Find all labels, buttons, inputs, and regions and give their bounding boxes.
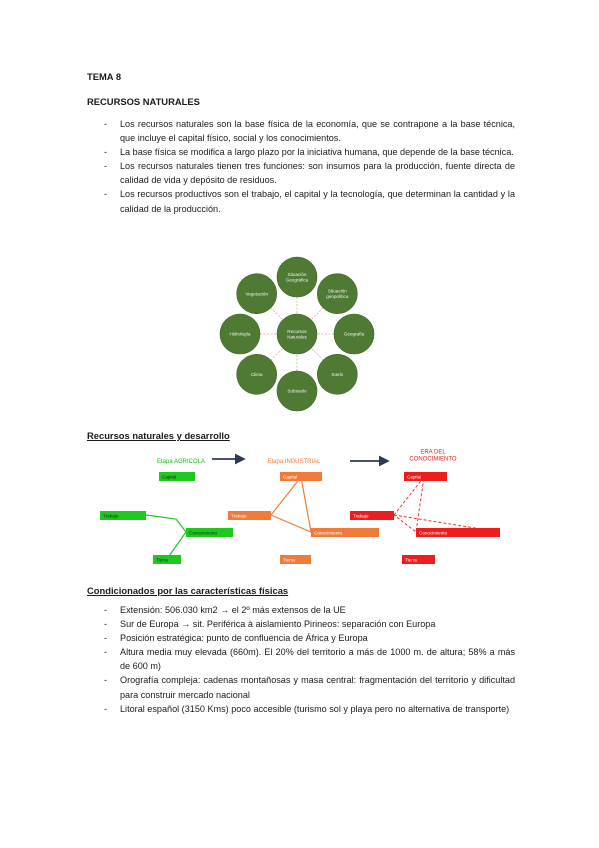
- bullet-dash: -: [104, 189, 108, 200]
- bullet-text: Extensión: 506.030 km2 → el 2º más exten…: [120, 605, 346, 615]
- section-heading-recursos-naturales: RECURSOS NATURALES: [87, 96, 200, 107]
- center-node-label: Naturales: [287, 334, 307, 339]
- bullet-text: Posición estratégica: punto de confluenc…: [120, 633, 368, 644]
- outer-node-label: Situación: [288, 272, 307, 277]
- trabajo-label: Trabajo: [103, 514, 119, 519]
- outer-node: [276, 256, 318, 298]
- tierra-box: [402, 555, 435, 564]
- list-item: - La base física se modifica a largo plaz…: [87, 145, 515, 159]
- bullet-dash: -: [104, 147, 108, 158]
- diagram-group: RecursosNaturalesSituaciónGeográficaSitu…: [219, 256, 375, 412]
- doc-title: TEMA 8: [87, 71, 122, 82]
- outer-node: [219, 313, 261, 355]
- outer-node-label: Geografía: [344, 332, 365, 337]
- outer-node: [317, 273, 358, 314]
- stage-1: Etapa AGRICOLA CapitalTrabajoConocimiento…: [100, 459, 233, 564]
- capital-box: [280, 472, 322, 481]
- bullet-text: Los recursos productivos son el trabajo,…: [120, 189, 515, 214]
- conocimiento-label: Conocimiento: [189, 531, 218, 536]
- bullet-dash: -: [104, 161, 108, 172]
- outer-node: [333, 313, 375, 355]
- conocimiento-label: Conocimiento: [419, 531, 448, 536]
- outer-node: [317, 354, 358, 395]
- trabajo-label: Trabajo: [231, 514, 247, 519]
- bullet-list-recursos: - Los recursos naturales son la base físi…: [87, 117, 515, 216]
- trabajo-box: [228, 511, 271, 520]
- capital-label: Capital: [162, 475, 176, 480]
- section-heading-recursos-desarrollo: Recursos naturales y desarrollo: [87, 430, 230, 441]
- stage-title: Etapa INDUSTRIAL: [267, 459, 321, 465]
- trabajo-box: [100, 511, 146, 520]
- bullet-text: Sur de Europa → sit. Periférica à aislam…: [120, 619, 436, 630]
- list-item: - Posición estratégica: punto de confluen…: [87, 631, 515, 645]
- stage-title: CONOCIMIENTO: [409, 457, 457, 463]
- bullet-text: Litoral español (3150 Kms) poco accesibl…: [120, 703, 510, 714]
- tierra-box: [153, 555, 181, 564]
- conocimiento-label: Conocimiento: [314, 531, 343, 536]
- bullet-text: La base física se modifica a largo plazo…: [120, 147, 514, 158]
- outer-node-label: Subsuelo: [287, 389, 307, 394]
- bullet-dash: -: [104, 633, 108, 644]
- section-heading-caracteristicas-fisicas: Condicionados por las características fí…: [87, 585, 289, 596]
- center-node: [276, 313, 318, 355]
- bullet-dash: -: [104, 605, 108, 615]
- list-item: - Extensión: 506.030 km2 → el 2º más exte…: [87, 603, 515, 617]
- outer-node-label: Geográfica: [286, 277, 309, 282]
- conocimiento-box: [186, 528, 233, 537]
- bullet-dash: -: [104, 119, 108, 129]
- outer-node-label: Suelo: [331, 372, 343, 377]
- stage-triangle-edge: [393, 514, 501, 533]
- bullet-text: Los recursos naturales son la base físic…: [120, 119, 515, 144]
- capital-label: Capital: [407, 475, 421, 480]
- list-item: - Los recursos productivos son el trabajo…: [87, 187, 515, 215]
- bullet-dash: -: [104, 647, 108, 658]
- capital-box: [404, 472, 447, 481]
- outer-node-label: Hidrología: [230, 332, 251, 337]
- conocimiento-box: [416, 528, 500, 537]
- outer-node-label: geopolítica: [326, 294, 349, 299]
- outer-node-label: Clima: [251, 372, 263, 377]
- bullet-dash: -: [104, 675, 108, 686]
- center-node-label: Recursos: [287, 329, 307, 334]
- stage-triangle: [145, 514, 187, 560]
- list-item: - Sur de Europa → sit. Periférica à aisla…: [87, 617, 515, 631]
- bullet-list-caracteristicas: - Extensión: 506.030 km2 → el 2º más exte…: [87, 603, 515, 716]
- stage-triangle: [270, 475, 312, 533]
- list-item: - Orografía compleja: cadenas montañosas …: [87, 673, 515, 701]
- outer-node: [276, 370, 318, 412]
- outer-node-label: Situación: [328, 289, 347, 294]
- outer-node: [236, 354, 277, 395]
- list-item: - Los recursos naturales tienen tres func…: [87, 159, 515, 187]
- stage-2: Etapa INDUSTRIAL CapitalTrabajoConocimien…: [228, 459, 379, 564]
- trabajo-label: Trabajo: [353, 514, 369, 519]
- list-item: - Litoral español (3150 Kms) poco accesib…: [87, 702, 515, 716]
- tierra-label: Tierra: [405, 558, 417, 563]
- capital-label: Capital: [283, 475, 297, 480]
- bullet-dash: -: [104, 703, 108, 714]
- tierra-box: [280, 555, 311, 564]
- capital-box: [159, 472, 195, 481]
- bullet-text: Los recursos naturales tienen tres funci…: [120, 161, 515, 186]
- stage-title: Etapa AGRICOLA: [157, 459, 205, 465]
- stages-group: Etapa AGRICOLA CapitalTrabajoConocimiento…: [100, 450, 501, 564]
- stage-title: ERA DEL: [420, 450, 446, 456]
- trabajo-box: [350, 511, 394, 520]
- conocimiento-box: [311, 528, 379, 537]
- list-item: - Los recursos naturales son la base físi…: [87, 117, 515, 145]
- bullet-text: Orografía compleja: cadenas montañosas y…: [120, 675, 515, 700]
- tierra-label: Tierra: [283, 558, 295, 563]
- tierra-label: Tierra: [156, 558, 168, 563]
- list-item: - Altura media muy elevada (660m). El 20%…: [87, 645, 515, 673]
- bullet-dash: -: [104, 619, 108, 630]
- outer-node-label: Vegetación: [245, 291, 268, 296]
- outer-node: [236, 273, 277, 314]
- stage-triangle: [393, 475, 425, 533]
- bullet-text: Altura media muy elevada (660m). El 20% …: [120, 647, 515, 672]
